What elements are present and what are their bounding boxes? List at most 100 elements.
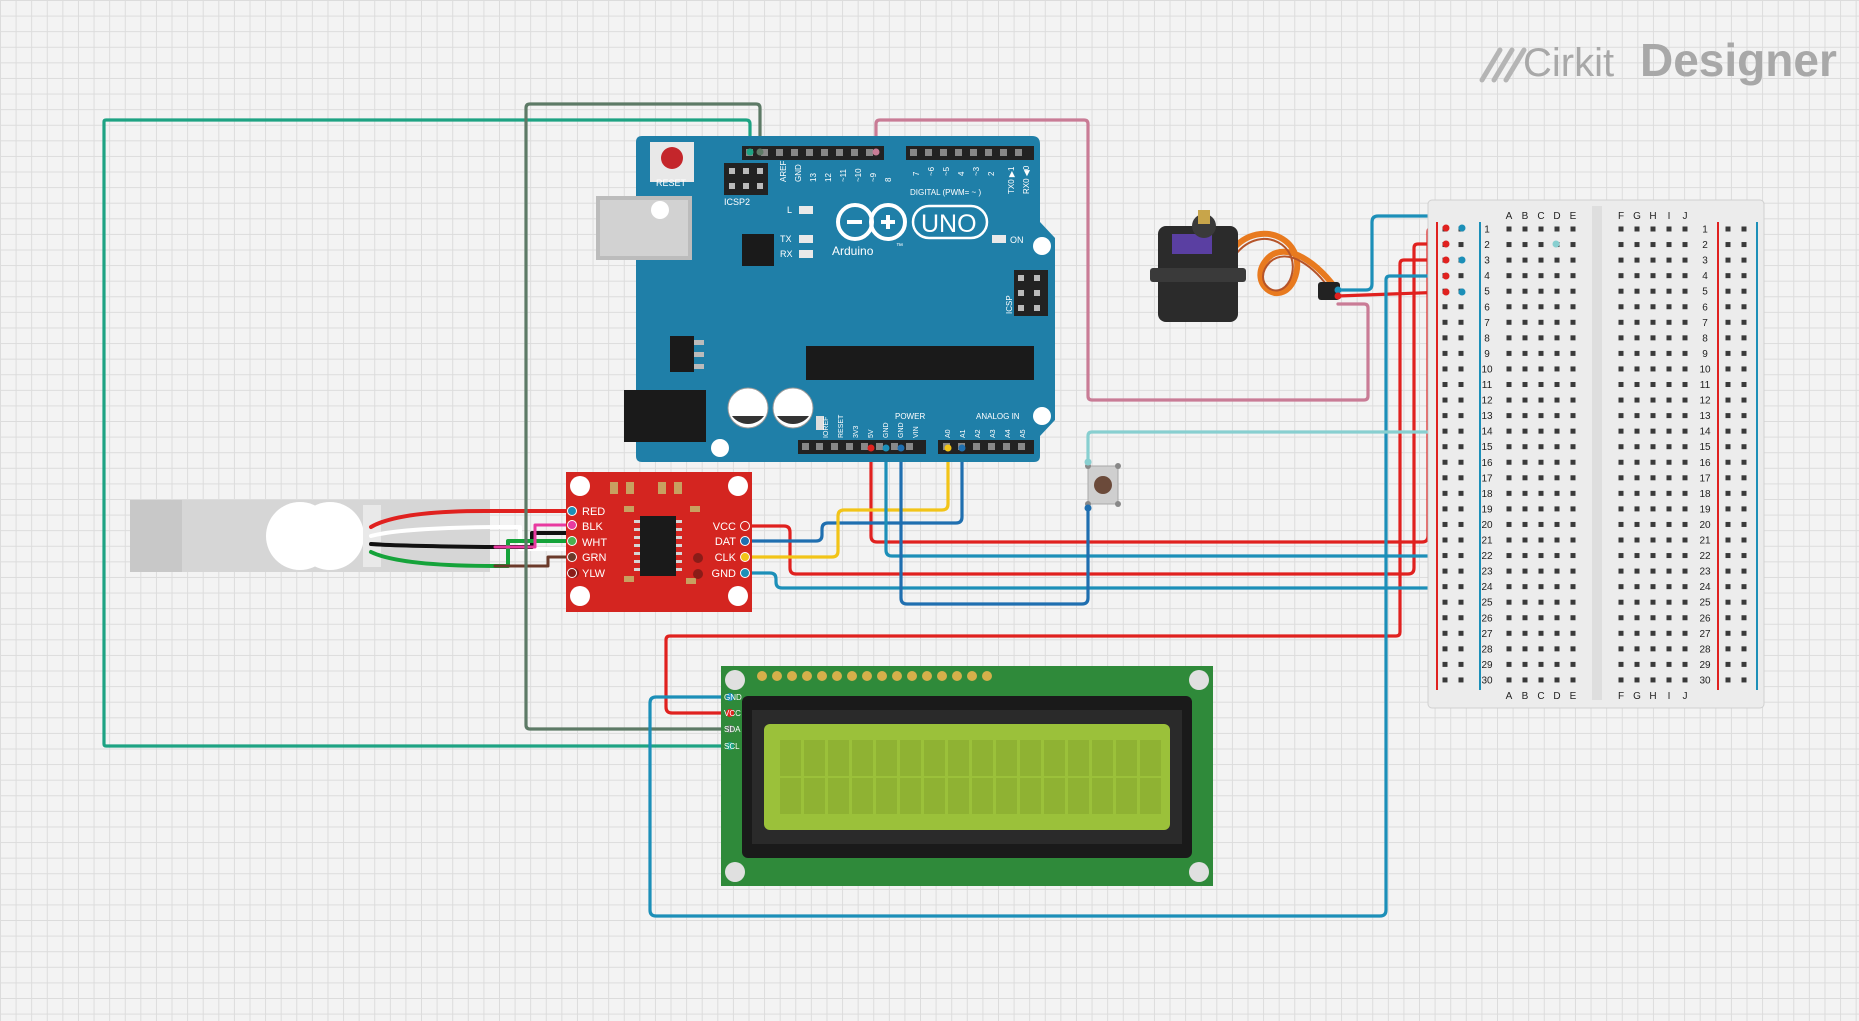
- breadboard-hole[interactable]: [1506, 257, 1512, 263]
- breadboard-hole[interactable]: [1666, 257, 1672, 263]
- hx711-right-pins[interactable]: [740, 521, 750, 578]
- breadboard-hole[interactable]: [1554, 661, 1560, 667]
- pin-5v[interactable]: [867, 444, 875, 452]
- breadboard-hole[interactable]: [1554, 568, 1560, 574]
- breadboard-hole[interactable]: [1634, 444, 1640, 450]
- breadboard-hole[interactable]: [1741, 677, 1747, 683]
- bb-endpoint[interactable]: [1442, 272, 1450, 280]
- breadboard-hole[interactable]: [1554, 304, 1560, 310]
- breadboard-hole[interactable]: [1570, 521, 1576, 527]
- breadboard-hole[interactable]: [1618, 273, 1624, 279]
- breadboard-hole[interactable]: [1554, 335, 1560, 341]
- breadboard-hole[interactable]: [1570, 630, 1576, 636]
- breadboard-hole[interactable]: [1442, 630, 1448, 636]
- breadboard-hole[interactable]: [1442, 490, 1448, 496]
- breadboard-hole[interactable]: [1634, 288, 1640, 294]
- breadboard-hole[interactable]: [1570, 304, 1576, 310]
- breadboard-hole[interactable]: [1650, 568, 1656, 574]
- breadboard-hole[interactable]: [1570, 661, 1576, 667]
- breadboard-hole[interactable]: [1538, 677, 1544, 683]
- breadboard-hole[interactable]: [1682, 553, 1688, 559]
- breadboard-hole[interactable]: [1634, 350, 1640, 356]
- breadboard-hole[interactable]: [1570, 273, 1576, 279]
- breadboard-hole[interactable]: [1666, 350, 1672, 356]
- breadboard-hole[interactable]: [1725, 568, 1731, 574]
- breadboard-hole[interactable]: [1506, 288, 1512, 294]
- breadboard-hole[interactable]: [1458, 444, 1464, 450]
- breadboard-hole[interactable]: [1725, 475, 1731, 481]
- breadboard-hole[interactable]: [1522, 226, 1528, 232]
- breadboard-hole[interactable]: [1618, 397, 1624, 403]
- breadboard-hole[interactable]: [1741, 646, 1747, 652]
- breadboard-hole[interactable]: [1634, 382, 1640, 387]
- breadboard-hole[interactable]: [1506, 428, 1512, 434]
- breadboard-hole[interactable]: [1618, 490, 1624, 496]
- breadboard-hole[interactable]: [1666, 304, 1672, 310]
- breadboard-hole[interactable]: [1650, 630, 1656, 636]
- breadboard-hole[interactable]: [1554, 646, 1560, 652]
- breadboard-hole[interactable]: [1682, 506, 1688, 512]
- breadboard-hole[interactable]: [1458, 304, 1464, 310]
- breadboard-hole[interactable]: [1666, 475, 1672, 481]
- breadboard-hole[interactable]: [1522, 413, 1528, 419]
- breadboard-hole[interactable]: [1650, 413, 1656, 419]
- breadboard-hole[interactable]: [1618, 646, 1624, 652]
- wire-sda[interactable]: [524, 102, 762, 731]
- breadboard-hole[interactable]: [1522, 382, 1528, 387]
- breadboard-hole[interactable]: [1682, 366, 1688, 372]
- breadboard-hole[interactable]: [1634, 319, 1640, 325]
- servo-pin-gnd[interactable]: [1334, 286, 1342, 294]
- breadboard-hole[interactable]: [1538, 413, 1544, 419]
- breadboard-hole[interactable]: [1725, 273, 1731, 279]
- wire-hx711-clk[interactable]: [743, 446, 950, 559]
- breadboard-hole[interactable]: [1506, 677, 1512, 683]
- breadboard-hole[interactable]: [1522, 459, 1528, 465]
- breadboard-hole[interactable]: [1538, 304, 1544, 310]
- breadboard-hole[interactable]: [1634, 521, 1640, 527]
- breadboard-hole[interactable]: [1570, 568, 1576, 574]
- breadboard-hole[interactable]: [1538, 242, 1544, 248]
- power-jack[interactable]: [624, 390, 706, 442]
- breadboard-hole[interactable]: [1741, 444, 1747, 450]
- breadboard-hole[interactable]: [1666, 661, 1672, 667]
- breadboard-hole[interactable]: [1741, 459, 1747, 465]
- breadboard-hole[interactable]: [1442, 537, 1448, 543]
- breadboard-hole[interactable]: [1442, 475, 1448, 481]
- wire-scl[interactable]: [102, 118, 752, 748]
- breadboard-hole[interactable]: [1570, 506, 1576, 512]
- breadboard-hole[interactable]: [1741, 288, 1747, 294]
- wire-arduino-gnd2[interactable]: [899, 446, 1090, 606]
- breadboard-hole[interactable]: [1634, 490, 1640, 496]
- breadboard-hole[interactable]: [1650, 459, 1656, 465]
- breadboard-hole[interactable]: [1650, 615, 1656, 621]
- breadboard-hole[interactable]: [1741, 226, 1747, 232]
- breadboard-hole[interactable]: [1682, 413, 1688, 419]
- breadboard-hole[interactable]: [1634, 242, 1640, 248]
- breadboard-hole[interactable]: [1458, 350, 1464, 356]
- pushbutton-cap[interactable]: [1094, 476, 1112, 494]
- breadboard-hole[interactable]: [1741, 553, 1747, 559]
- breadboard-hole[interactable]: [1682, 304, 1688, 310]
- breadboard-hole[interactable]: [1522, 490, 1528, 496]
- servo-connector[interactable]: [1318, 282, 1340, 300]
- breadboard-hole[interactable]: [1650, 304, 1656, 310]
- breadboard-hole[interactable]: [1725, 335, 1731, 341]
- hx711-module[interactable]: RED BLK WHT GRN YLW VCC DAT CLK GND: [566, 472, 752, 612]
- breadboard-hole[interactable]: [1634, 661, 1640, 667]
- servo-pin-vcc[interactable]: [1334, 292, 1342, 300]
- breadboard-hole[interactable]: [1442, 568, 1448, 574]
- breadboard-hole[interactable]: [1538, 661, 1544, 667]
- breadboard-hole[interactable]: [1634, 599, 1640, 605]
- breadboard-hole[interactable]: [1650, 553, 1656, 559]
- breadboard-hole[interactable]: [1506, 630, 1512, 636]
- breadboard-hole[interactable]: [1506, 304, 1512, 310]
- breadboard-hole[interactable]: [1442, 646, 1448, 652]
- breadboard-hole[interactable]: [1634, 506, 1640, 512]
- breadboard-hole[interactable]: [1682, 382, 1688, 387]
- breadboard-hole[interactable]: [1666, 413, 1672, 419]
- breadboard-hole[interactable]: [1741, 273, 1747, 279]
- breadboard-hole[interactable]: [1538, 584, 1544, 590]
- breadboard-hole[interactable]: [1538, 475, 1544, 481]
- breadboard-hole[interactable]: [1538, 288, 1544, 294]
- breadboard-hole[interactable]: [1538, 646, 1544, 652]
